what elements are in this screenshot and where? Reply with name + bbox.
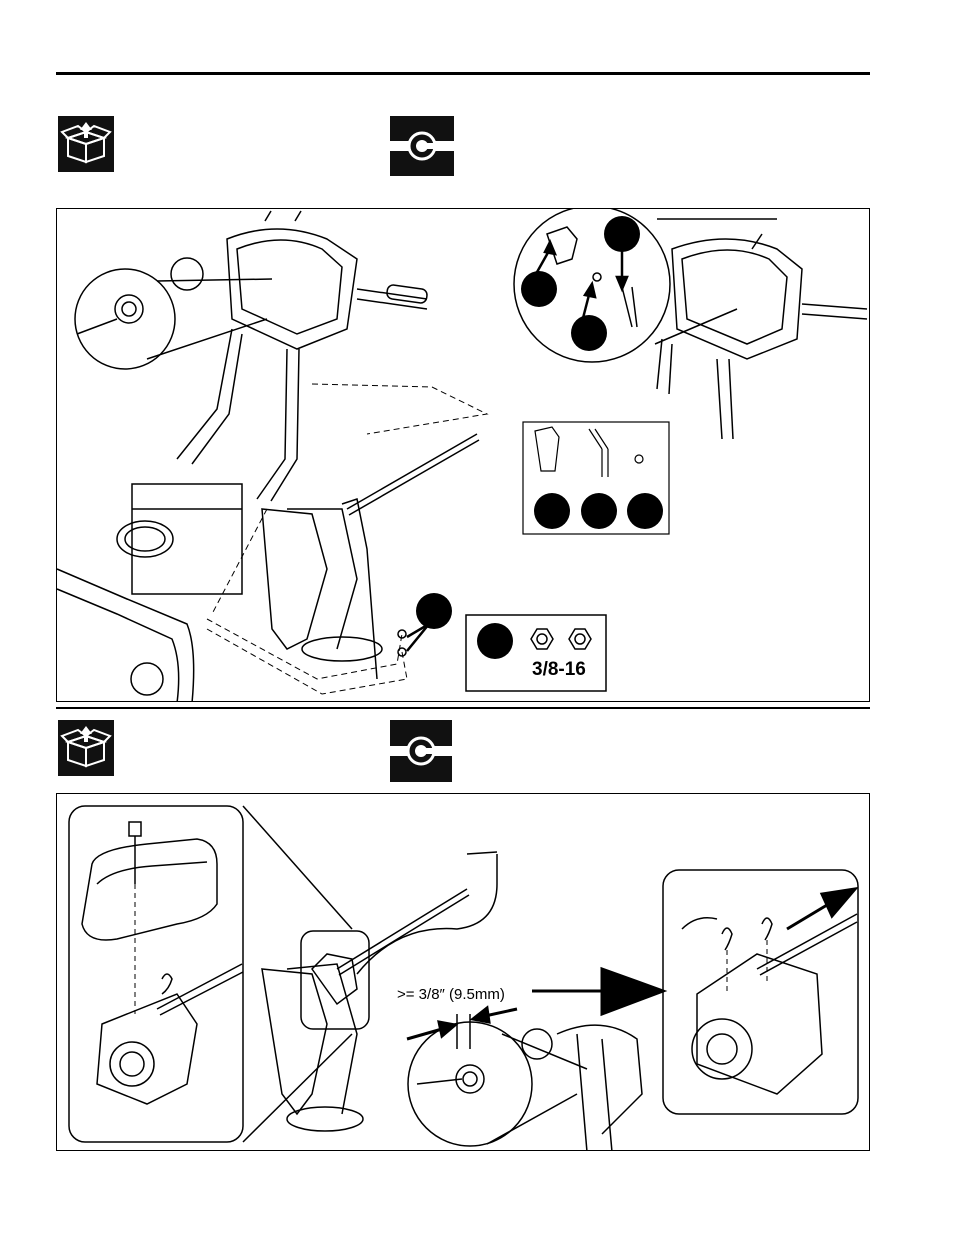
figure-2-illustration bbox=[57, 794, 870, 1151]
box-unpack-icon bbox=[58, 116, 114, 172]
hardware-size-label: 3/8-16 bbox=[532, 659, 586, 681]
figure-panel-2: >= 3/8″ (9.5mm) bbox=[56, 793, 870, 1151]
fastener-assembly-icon bbox=[390, 116, 454, 176]
fastener-assembly-icon-2 bbox=[390, 720, 452, 782]
top-rule bbox=[56, 72, 870, 75]
figure-1-illustration bbox=[57, 209, 870, 702]
dimension-label: >= 3/8″ (9.5mm) bbox=[397, 986, 505, 1003]
figure-panel-1: 3/8-16 bbox=[56, 208, 870, 702]
box-unpack-icon-2 bbox=[58, 720, 114, 776]
section-divider bbox=[56, 707, 870, 709]
